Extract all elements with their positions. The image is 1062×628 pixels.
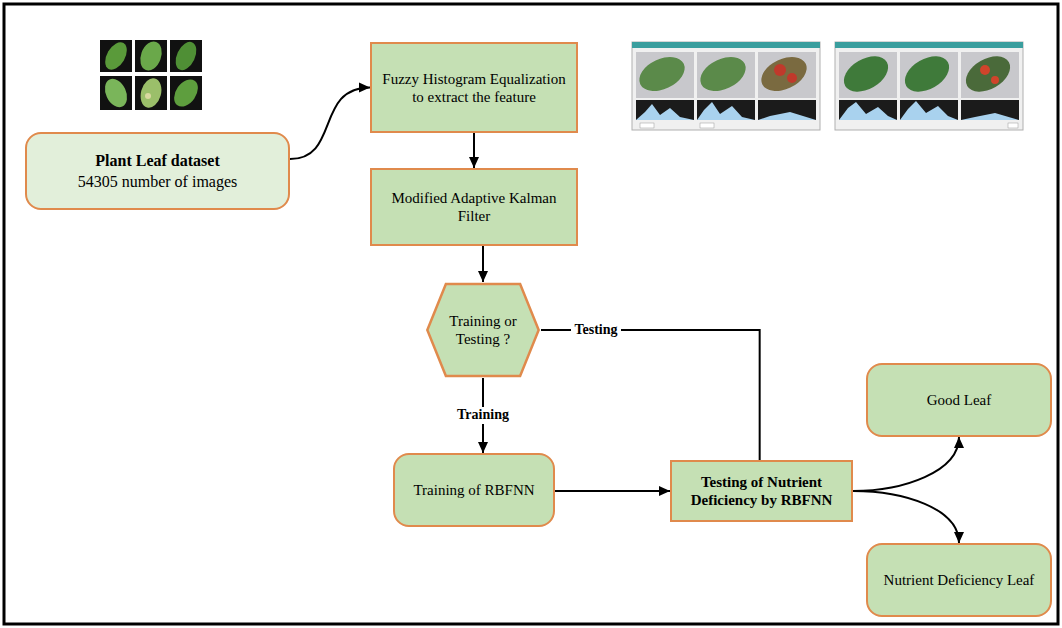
process-box: Training of RBFNN (393, 453, 555, 527)
node-title: Nutrient Deficiency Leaf (884, 571, 1035, 589)
histogram-screenshot (835, 42, 1023, 130)
flow-arrow (473, 133, 475, 168)
process-box: Nutrient Deficiency Leaf (866, 543, 1052, 617)
process-box: Modified Adaptive Kalman Filter (370, 168, 578, 246)
text-holder: Fuzzy Histogram Equalization to extract … (382, 70, 566, 106)
process-box: Plant Leaf dataset 54305 number of images (25, 132, 290, 210)
histogram-screenshot (632, 42, 820, 130)
frame (4, 4, 1058, 624)
node-title: Fuzzy Histogram Equalization to extract … (382, 70, 566, 106)
edge-label: Training (454, 407, 512, 423)
node-title: Training or Testing ? (447, 312, 519, 348)
flow-arrow (853, 491, 959, 543)
process-box: Testing of Nutrient Deficiency by RBFNN (670, 460, 853, 522)
flow-arrow (555, 490, 670, 492)
process-box: Good Leaf (866, 363, 1052, 437)
node-title: Good Leaf (927, 391, 992, 409)
node-title: Testing of Nutrient Deficiency by RBFNN (682, 473, 841, 509)
text-holder: Testing of Nutrient Deficiency by RBFNN (682, 473, 841, 509)
leaf-thumbnails (100, 38, 203, 111)
flow-arrow (482, 246, 484, 282)
process-box: Fuzzy Histogram Equalization to extract … (370, 42, 578, 133)
text-holder: Good Leaf (927, 391, 992, 409)
flow-arrow (290, 88, 370, 160)
flow-arrow (541, 330, 760, 460)
node-subtitle: 54305 number of images (78, 172, 238, 191)
text-holder: Nutrient Deficiency Leaf (884, 571, 1035, 589)
node-title: Training of RBFNN (413, 481, 534, 499)
text-holder: Modified Adaptive Kalman Filter (382, 189, 566, 225)
text-holder: Plant Leaf dataset 54305 number of images (78, 151, 238, 191)
node-title: Modified Adaptive Kalman Filter (382, 189, 566, 225)
flow-arrow (853, 437, 959, 491)
text-holder: Training or Testing ? (447, 312, 519, 348)
node-title: Plant Leaf dataset (95, 151, 219, 170)
edge-label: Testing (571, 322, 620, 338)
decision-hexagon: Training or Testing ? (425, 282, 541, 378)
text-holder: Training of RBFNN (413, 481, 534, 499)
hexagon-outline (425, 282, 541, 378)
